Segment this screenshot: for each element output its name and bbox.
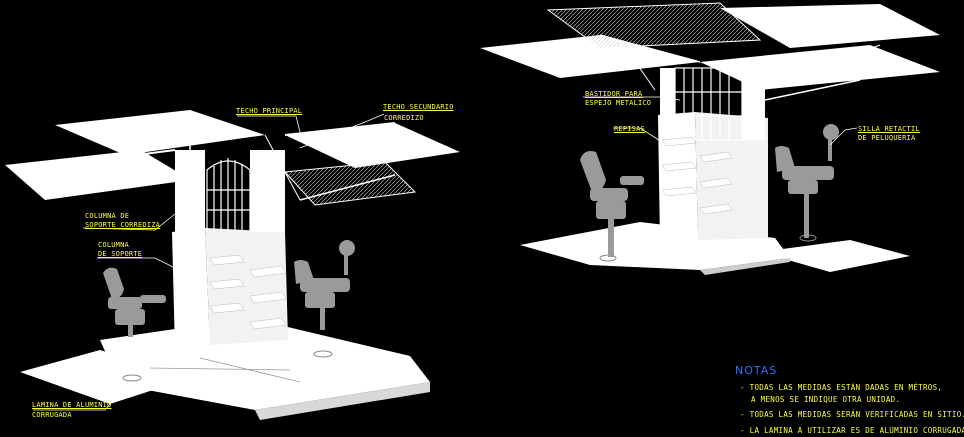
right-secondary-roof <box>546 2 762 49</box>
right-mirror-frame <box>674 67 743 141</box>
left-window <box>206 158 251 232</box>
notes-title: NOTAS <box>735 364 778 377</box>
right-main-roof <box>480 35 700 78</box>
label-repisas: REPISAS <box>614 125 645 133</box>
right-chair-a <box>580 151 644 257</box>
label-silla-1: SILLA RETACTIL <box>858 125 920 133</box>
right-chair-b <box>775 124 839 238</box>
left-shelves <box>209 254 287 330</box>
label-columna-soporte-2: DE SOPORTE <box>98 250 143 258</box>
left-column-body <box>172 228 210 350</box>
right-shelves <box>661 136 733 215</box>
left-chair-b <box>294 240 355 330</box>
label-techo-secundario: TECHO SECUNDARIO <box>383 103 454 111</box>
label-bastidor-1: BASTIDOR PARA <box>585 90 643 98</box>
label-lamina-2: CORRUGADA <box>32 411 72 419</box>
label-columna-corrediza-1: COLUMNA DE <box>85 212 130 220</box>
left-main-roof-back <box>55 110 265 155</box>
note-3: - LA LAMINA A UTILIZAR ES DE ALUMINIO CO… <box>740 426 964 435</box>
label-corredizo: CORREDIZO <box>384 114 424 122</box>
note-1b: A MENOS SE INDIQUE OTRA UNIDAD. <box>751 395 901 404</box>
label-bastidor-2: ESPEJO METALICO <box>585 99 652 107</box>
label-columna-soporte-1: COLUMNA <box>98 241 129 249</box>
left-chair-a <box>103 267 166 337</box>
left-secondary-roof <box>283 161 417 206</box>
note-1: - TODAS LAS MEDIDAS ESTÁN DADAS EN MÉTRO… <box>740 383 943 392</box>
note-2: - TODAS LAS MEDIDAS SERÁN VERIFICADAS EN… <box>740 410 964 419</box>
label-lamina-1: LAMINA DE ALUMINIO <box>32 401 112 409</box>
label-techo-principal: TECHO PRINCIPAL <box>236 107 303 115</box>
right-column-body <box>658 112 698 242</box>
label-silla-2: DE PELUQUERIA <box>858 134 916 142</box>
label-columna-corrediza-2: SOPORTE CORREDIZA <box>85 221 161 229</box>
left-main-roof-front <box>5 150 190 200</box>
right-kiosk <box>480 2 940 275</box>
left-kiosk <box>5 110 460 420</box>
